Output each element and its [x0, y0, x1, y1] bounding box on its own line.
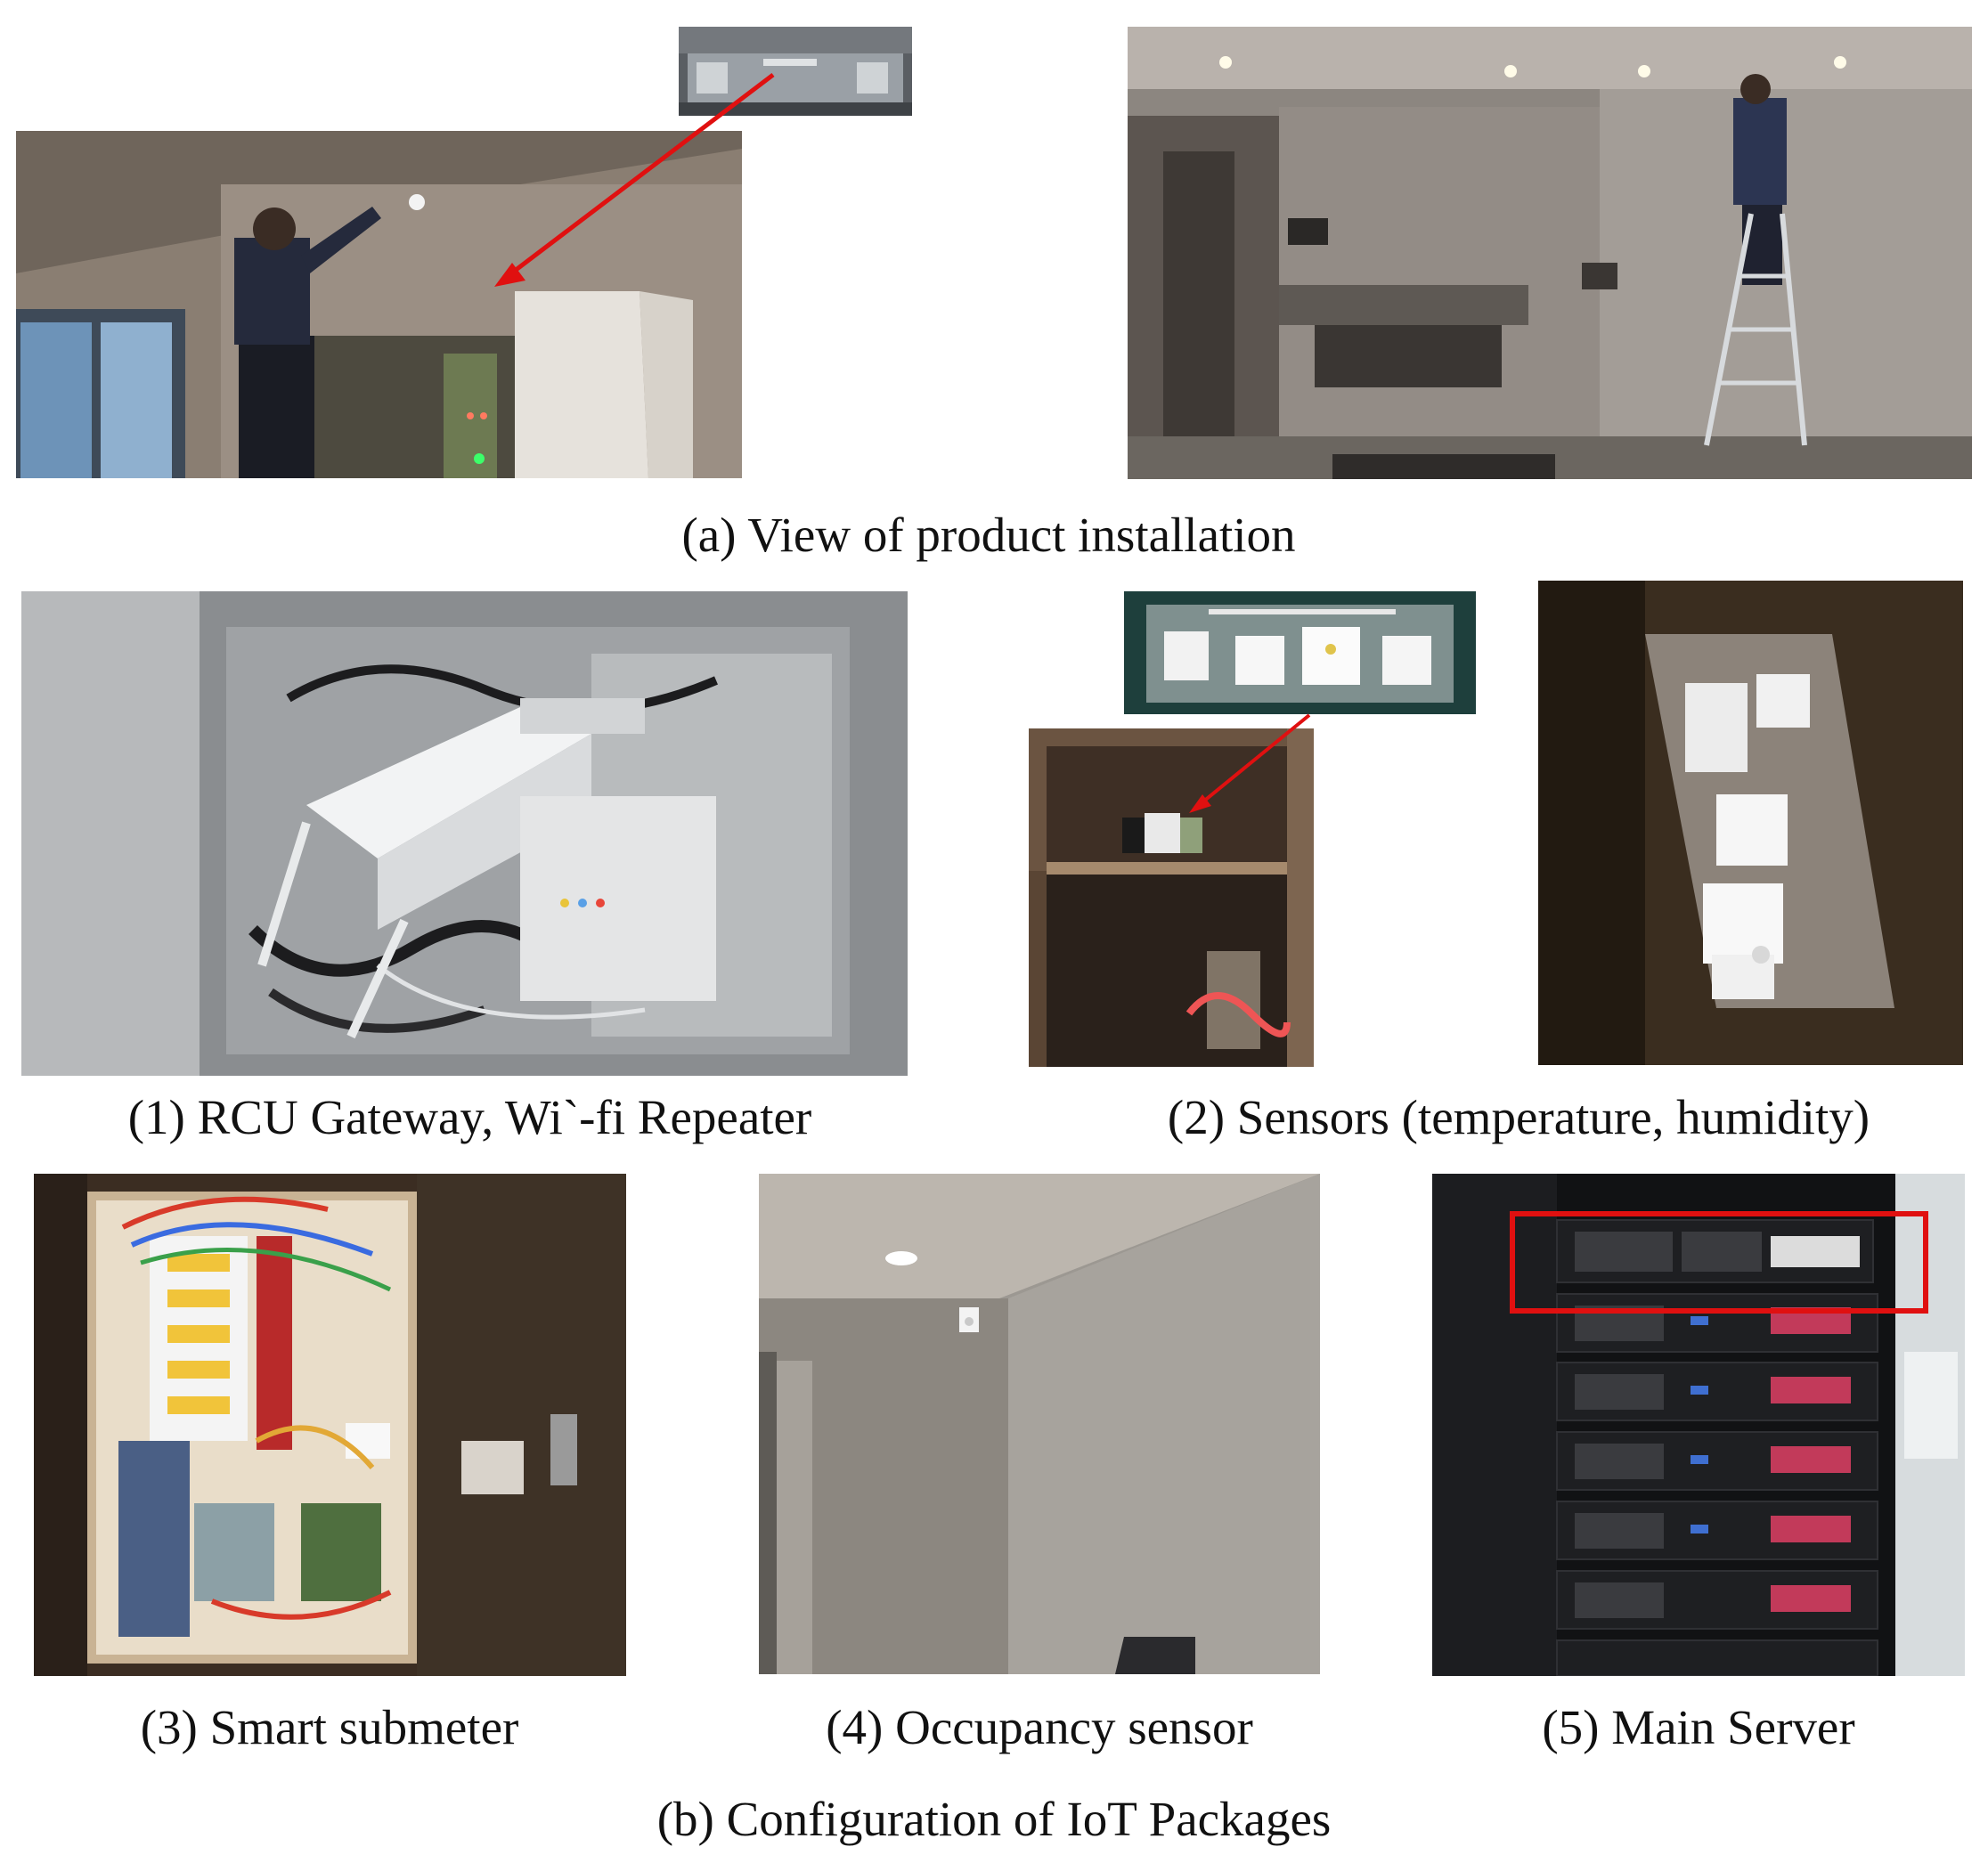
photo-installation-cabinet — [16, 131, 742, 478]
photo-sensors-mounted — [1538, 581, 1963, 1065]
photo-occupancy-sensor — [759, 1174, 1320, 1674]
caption-b4: (4) Occupancy sensor — [826, 1700, 1253, 1754]
photo-smart-submeter — [34, 1174, 626, 1676]
photo-inset-sensor-board — [1124, 591, 1476, 714]
photo-inset-box-latch — [679, 27, 912, 116]
caption-b3: (3) Smart submeter — [140, 1700, 519, 1754]
caption-b2: (2) Sensors (temperature, humidity) — [1167, 1090, 1870, 1144]
caption-a: (a) View of product installation — [681, 508, 1296, 562]
photo-rcu-gateway — [21, 591, 908, 1076]
photo-sensors-shelf — [1029, 728, 1314, 1067]
caption-b5: (5) Main Server — [1542, 1700, 1855, 1754]
caption-b1: (1) RCU Gateway, Wi`-fi Repeater — [127, 1090, 812, 1144]
caption-b: (b) Configuration of IoT Packages — [656, 1792, 1332, 1846]
photo-installation-ladder — [1128, 27, 1972, 479]
main-server-highlight-box — [1510, 1211, 1928, 1314]
photo-main-server — [1432, 1174, 1965, 1676]
